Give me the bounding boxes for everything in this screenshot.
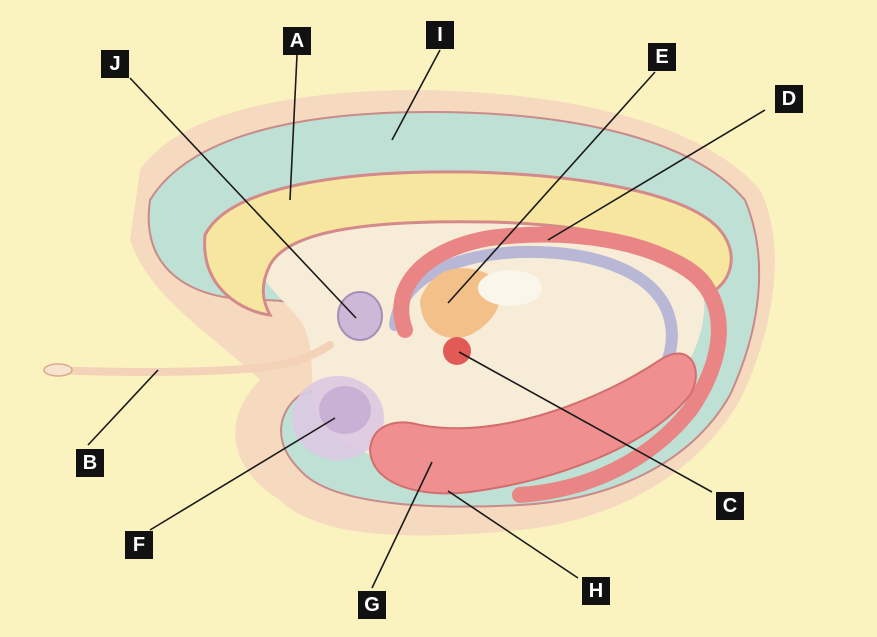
label-f: F: [125, 531, 153, 559]
thalamus-white-spot: [478, 270, 542, 306]
olfactory-bulb: [44, 364, 72, 376]
label-d: D: [775, 85, 803, 113]
label-g: G: [358, 591, 386, 619]
septal-nucleus: [338, 292, 382, 340]
mammillary-body: [443, 337, 471, 365]
label-i: I: [426, 21, 454, 49]
label-e: E: [648, 43, 676, 71]
label-b: B: [76, 449, 104, 477]
label-a: A: [283, 27, 311, 55]
label-h: H: [582, 577, 610, 605]
label-j: J: [101, 50, 129, 78]
amygdala-core: [319, 386, 371, 434]
label-c: C: [716, 492, 744, 520]
